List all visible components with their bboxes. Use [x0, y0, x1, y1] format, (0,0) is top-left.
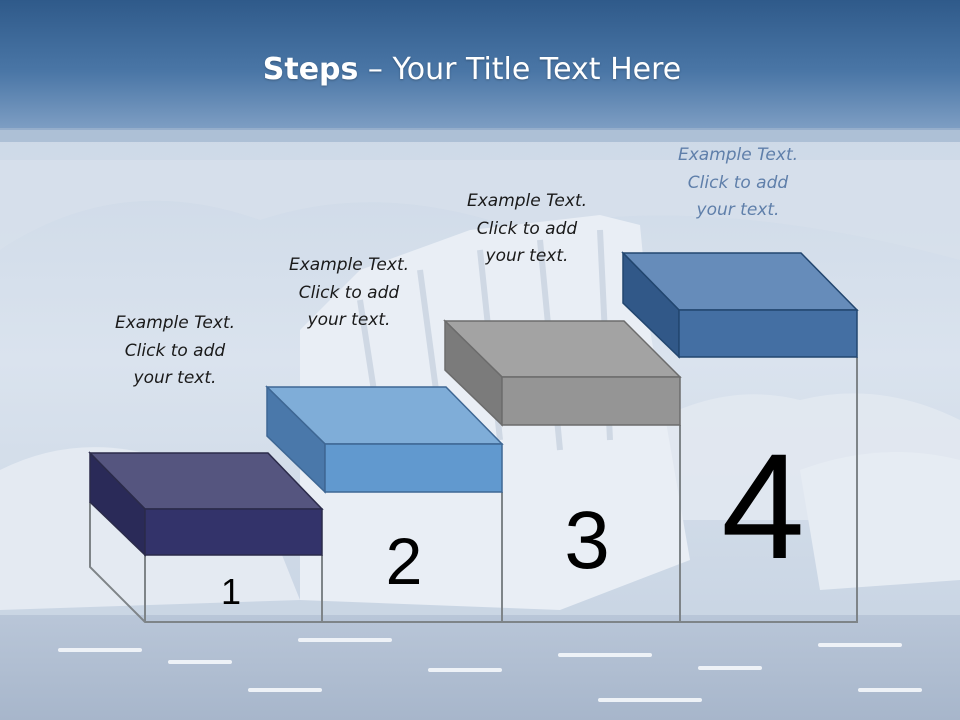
caption-line: Example Text.: [677, 145, 799, 165]
caption-line: your text.: [133, 368, 217, 388]
step-1-block[interactable]: [88, 451, 324, 557]
caption-line: Example Text.: [466, 191, 588, 211]
step-2-caption[interactable]: Example Text. Click to add your text.: [249, 252, 449, 335]
caption-line: Click to add: [298, 282, 400, 303]
caption-line: Example Text.: [288, 255, 410, 275]
step-3-caption[interactable]: Example Text. Click to add your text.: [427, 188, 627, 271]
title-text: – Your Title Text Here: [358, 52, 682, 87]
caption-line: Click to add: [124, 340, 226, 361]
step-1-caption[interactable]: Example Text. Click to add your text.: [75, 310, 275, 393]
caption-line: your text.: [696, 200, 780, 220]
step-4-caption[interactable]: Example Text. Click to add your text.: [638, 142, 838, 225]
caption-line: Example Text.: [114, 313, 236, 333]
step-columns-outline: [89, 357, 858, 623]
step-2-block[interactable]: [265, 385, 504, 494]
step-1-number: 1: [221, 571, 241, 612]
step-2-front: [324, 443, 503, 493]
slide-title[interactable]: Steps – Your Title Text Here: [0, 52, 944, 87]
step-1-front: [144, 508, 323, 556]
step-3-number: 3: [564, 495, 610, 586]
caption-line: your text.: [485, 246, 569, 266]
caption-line: Click to add: [476, 218, 578, 239]
step-4-block[interactable]: [621, 251, 859, 359]
caption-line: Click to add: [687, 172, 789, 193]
step-4-front: [678, 309, 858, 358]
step-3-front: [501, 376, 681, 426]
step-4-number: 4: [721, 422, 804, 590]
step-2-number: 2: [386, 524, 423, 598]
title-bold-text: Steps: [262, 52, 359, 87]
caption-line: your text.: [307, 310, 391, 330]
step-3-block[interactable]: [443, 319, 682, 427]
